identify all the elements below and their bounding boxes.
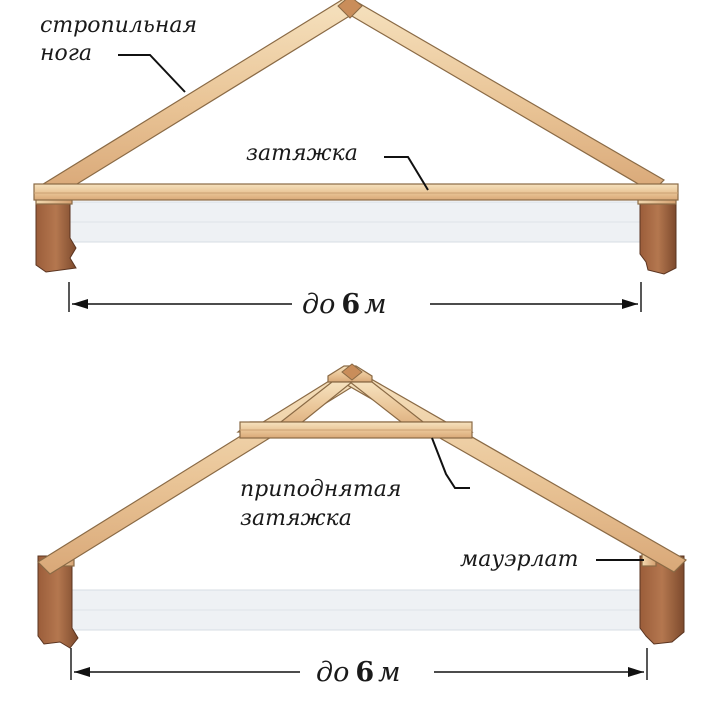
top-span-text: до: [302, 289, 335, 320]
bottom-span-text: до: [316, 657, 349, 688]
raised-tie-leader-line: [431, 437, 470, 489]
label-wall-plate: мауэрлат: [460, 547, 579, 572]
label-tie: затяжка: [246, 141, 358, 166]
top-span-unit: м: [364, 289, 386, 320]
tie-leader-line: [384, 156, 429, 191]
rafter-leader-line: [118, 54, 186, 93]
top-dim-right-arrowhead: [622, 299, 638, 309]
top-tie-beam: [33, 183, 679, 201]
bottom-right-wall: [639, 555, 685, 645]
top-dim-left-arrowhead: [72, 299, 88, 309]
label-rafter-line1: стропильная: [40, 13, 197, 38]
bottom-dim-right-arrowhead: [628, 667, 644, 677]
top-right-rafter: [344, 0, 665, 193]
bottom-span-number: 6: [355, 657, 374, 688]
bottom-left-wall: [37, 555, 79, 649]
bottom-span-unit: м: [378, 657, 400, 688]
label-raised-tie-line2: затяжка: [240, 506, 352, 531]
label-rafter-line2: нога: [40, 41, 92, 66]
top-ridge-joint: [337, 0, 363, 19]
label-raised-tie-line1: приподнятая: [240, 477, 401, 502]
bottom-ridge-joint: [341, 363, 363, 381]
top-left-wall: [35, 199, 77, 273]
top-span-number: 6: [341, 289, 360, 320]
bottom-dim-left-arrowhead: [74, 667, 90, 677]
top-right-wall: [639, 199, 677, 275]
